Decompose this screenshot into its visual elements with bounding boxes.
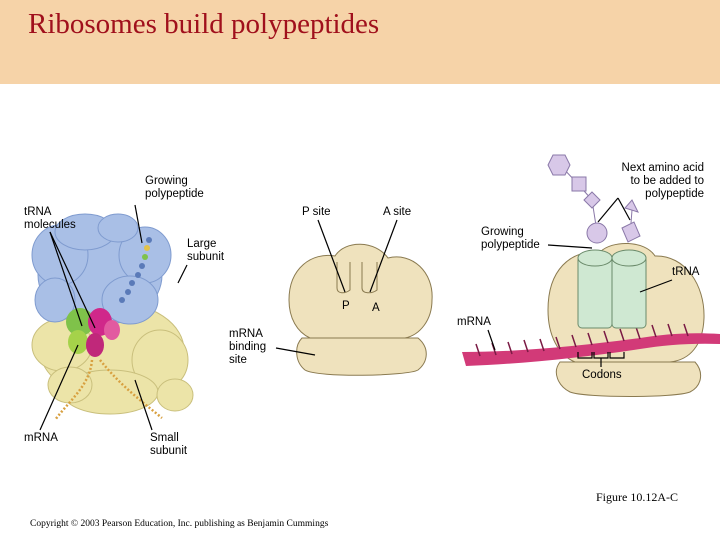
label-a-site: A site [383, 206, 412, 218]
trna-pair-c [577, 249, 647, 329]
amino-acid-chain [547, 154, 641, 244]
polypeptide-beads [119, 237, 152, 303]
label-p-site: P site [302, 206, 331, 218]
leader-lines-a [39, 204, 188, 431]
label-growing-polypeptide-a: Growing polypeptide [145, 175, 204, 200]
trna-molecules-model [66, 308, 120, 357]
label-growing-polypeptide-c: Growing polypeptide [481, 226, 540, 251]
header-band [0, 0, 720, 84]
leader-lines-b [275, 219, 398, 356]
slide-title: Ribosomes build polypeptides [28, 8, 380, 40]
label-codons: Codons [582, 369, 622, 381]
label-p: P [342, 300, 350, 312]
label-mrna-a: mRNA [24, 432, 58, 444]
label-small-subunit: Small subunit [150, 432, 188, 457]
label-mrna-c: mRNA [457, 316, 491, 328]
leader-lines-c [487, 197, 673, 367]
label-trna: tRNA [672, 266, 700, 278]
label-mrna-binding-site: mRNA binding site [229, 328, 267, 366]
label-a: A [372, 302, 380, 314]
figure-number: Figure 10.12A-C [596, 490, 678, 504]
mrna-strand-c [462, 323, 720, 366]
label-trna-molecules: tRNA molecules [24, 206, 76, 231]
copyright-notice: Copyright © 2003 Pearson Education, Inc.… [30, 519, 329, 529]
schematic-ribosome [288, 243, 433, 376]
label-next-amino-acid: Next amino acid to be added to polypepti… [621, 162, 704, 200]
molecular-model [31, 213, 194, 421]
label-large-subunit: Large subunit [187, 238, 225, 263]
mrna-strand-model [54, 359, 163, 421]
